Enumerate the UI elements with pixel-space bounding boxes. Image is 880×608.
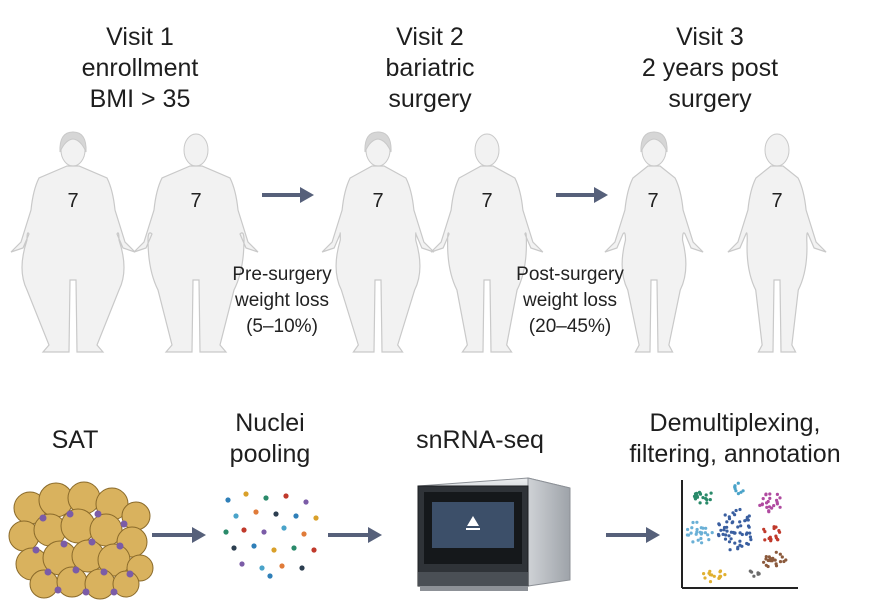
female-figure-icon — [604, 131, 704, 353]
post-surgery-note: Post-surgery weight loss (20–45%) — [516, 264, 624, 337]
sequencer-icon — [417, 477, 571, 591]
visit-2-title: Visit 2 bariatric surgery — [385, 23, 475, 113]
pre-surgery-note: Pre-surgery weight loss (5–10%) — [232, 264, 332, 337]
figure-count: 7 — [771, 190, 783, 212]
visit-1-title: Visit 1 enrollment BMI > 35 — [81, 23, 199, 113]
workflow-step-snrnaseq: snRNA-seq — [416, 426, 544, 454]
male-figure-icon — [133, 133, 259, 353]
figure-count: 7 — [67, 190, 79, 212]
figure-count: 7 — [190, 190, 202, 212]
figure-count: 7 — [647, 190, 659, 212]
male-figure-icon — [430, 133, 544, 353]
arrow-icon — [328, 527, 382, 543]
workflow-step-pooling: Nuclei pooling — [229, 409, 311, 468]
umap-clusters-icon — [681, 480, 798, 589]
arrow-icon — [262, 187, 314, 203]
nuclei-pool-icon — [223, 491, 319, 579]
male-figure-icon — [727, 133, 827, 353]
workflow-step-annotation: Demultiplexing, filtering, annotation — [629, 409, 841, 468]
figure-count: 7 — [481, 190, 493, 212]
arrow-icon — [556, 187, 608, 203]
female-figure-icon — [321, 131, 435, 353]
arrow-icon — [606, 527, 660, 543]
arrow-icon — [152, 527, 206, 543]
female-figure-icon — [10, 131, 136, 353]
visit-3-title: Visit 3 2 years post surgery — [641, 23, 779, 113]
figure-count: 7 — [372, 190, 384, 212]
adipose-tissue-icon — [8, 481, 154, 600]
workflow-step-sat: SAT — [51, 426, 99, 454]
